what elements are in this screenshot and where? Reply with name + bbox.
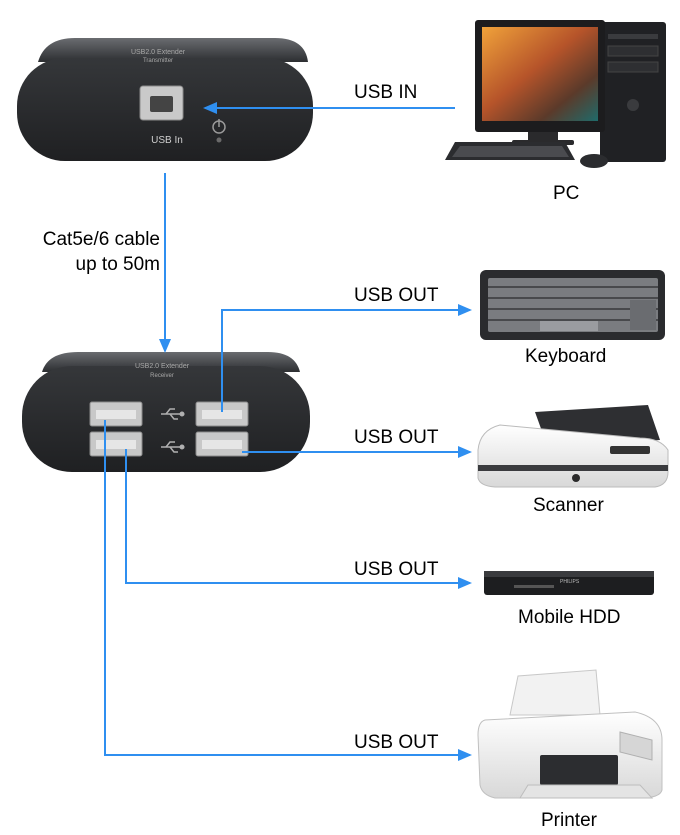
mobile-hdd-label: Mobile HDD: [518, 607, 621, 628]
scanner-image: [477, 405, 669, 488]
usb-out-label-keyboard: USB OUT: [354, 285, 439, 306]
connection-arrows: [104, 102, 472, 761]
receiver-device: [22, 352, 310, 472]
transmitter-title: USB2.0 Extender: [131, 49, 186, 56]
mobile-hdd-image: PHILIPS: [484, 571, 654, 595]
printer-image: [477, 669, 663, 799]
power-led-icon: [216, 137, 222, 143]
keyboard-label: Keyboard: [525, 346, 607, 367]
keyboard-arrow: [221, 304, 472, 412]
cable-label-line1: Cat5e/6 cable: [42, 229, 160, 250]
hdd-arrow: [125, 449, 472, 589]
scanner-label: Scanner: [533, 495, 604, 516]
usb-a-port: [89, 401, 143, 427]
pc-label: PC: [553, 183, 580, 204]
usb-in-label: USB IN: [354, 82, 418, 103]
usb-out-label-scanner: USB OUT: [354, 427, 439, 448]
usb-symbol-icon: [161, 408, 185, 420]
usb-out-label-printer: USB OUT: [354, 732, 439, 753]
receiver-subtitle: Receiver: [150, 373, 174, 379]
transmitter-device: [17, 38, 313, 161]
usb-a-port: [89, 431, 143, 457]
transmitter-subtitle: Transmitter: [143, 58, 173, 64]
pc-image: [445, 20, 666, 168]
receiver-title: USB2.0 Extender: [135, 363, 190, 370]
cable-label-line2: up to 50m: [75, 254, 161, 275]
usb-out-label-hdd: USB OUT: [354, 559, 439, 580]
keyboard-image: [480, 270, 665, 340]
usb-a-port: [195, 431, 249, 457]
printer-arrow: [104, 420, 472, 761]
hdd-brand-text: PHILIPS: [560, 579, 580, 585]
usb-in-port-label: USB In: [151, 135, 183, 146]
usb-symbol-icon: [161, 441, 185, 453]
printer-label: Printer: [541, 810, 597, 831]
